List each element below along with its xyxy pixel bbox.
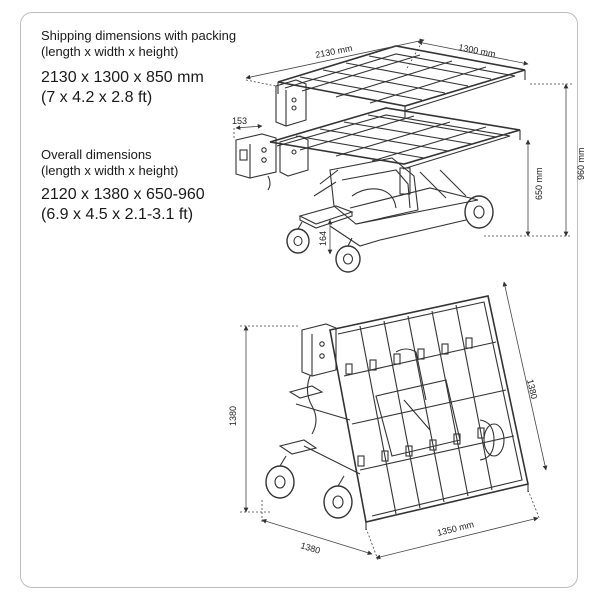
- top-cart-drawing: [235, 45, 526, 273]
- dim-line-width: [261, 518, 373, 556]
- image-frame: [20, 12, 578, 588]
- dim-box-label: 153: [232, 116, 247, 126]
- dim-line-length: [245, 38, 425, 80]
- shipping-metric: 2130 x 1300 x 850 mm: [41, 69, 204, 86]
- shipping-dimensions: Shipping dimensions with packing (length…: [41, 28, 236, 108]
- bottom-cart-drawing: [265, 295, 529, 530]
- tilted-lift-mechanism: [375, 348, 505, 461]
- wheel: [286, 221, 310, 254]
- dim-height-right-label: 1380: [525, 378, 539, 400]
- overall-caption: Overall dimensions: [41, 147, 152, 162]
- dim-line-length: [375, 516, 539, 560]
- tilted-control-box: [301, 323, 337, 435]
- bottom-dimensions: [240, 281, 548, 561]
- dim-line-width: [417, 40, 529, 66]
- overall-caption-sub: (length x width x height): [41, 163, 179, 178]
- side-control-box: [235, 133, 309, 191]
- overall-dimensions: Overall dimensions (length x width x hei…: [41, 147, 205, 225]
- tilted-base: [278, 385, 529, 530]
- dim-line-right: [502, 281, 548, 471]
- shipping-caption-sub: (length x width x height): [41, 44, 179, 59]
- overall-metric: 2120 x 1380 x 650-960: [41, 186, 205, 203]
- top-dimensions: [233, 38, 572, 255]
- dim-height-left-label: 1380: [228, 406, 238, 426]
- wheel: [323, 475, 353, 519]
- shipping-caption: Shipping dimensions with packing: [41, 28, 237, 43]
- dim-height-max-label: 960 mm: [576, 147, 586, 180]
- dim-height-min-label: 650 mm: [534, 167, 544, 200]
- upper-control-box: [275, 79, 307, 127]
- dim-length-label: 2130 mm: [314, 43, 353, 60]
- lift-mechanism: [313, 157, 479, 225]
- wheel: [335, 237, 361, 273]
- shipping-imperial: (7 x 4.2 x 2.8 ft): [41, 89, 153, 106]
- wheel: [464, 195, 494, 229]
- overall-imperial: (6.9 x 4.5 x 2.1-3.1 ft): [41, 206, 194, 223]
- dim-line-box: [235, 123, 263, 131]
- tilted-frame: [329, 295, 529, 523]
- wheel: [265, 455, 295, 499]
- dim-width-label-bottom: 1380: [299, 540, 321, 555]
- base-frame: [298, 205, 467, 247]
- dim-ground-label: 164: [318, 231, 328, 246]
- dim-width-label: 1300 mm: [458, 42, 497, 59]
- lower-deck: [269, 107, 521, 170]
